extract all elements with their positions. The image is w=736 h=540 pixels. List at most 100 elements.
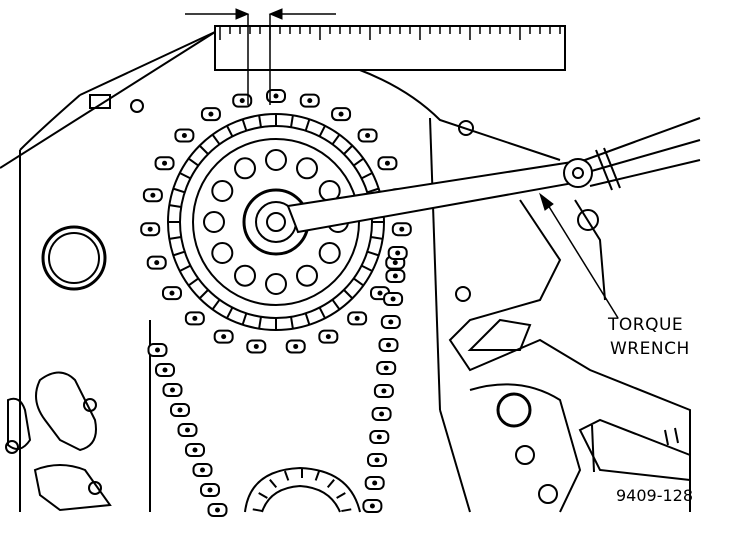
sprocket-tooth xyxy=(179,264,191,272)
chain-pin xyxy=(162,367,168,373)
chain-pin xyxy=(162,160,168,166)
crank-tooth xyxy=(336,492,346,499)
sprocket-tooth xyxy=(198,289,209,300)
sprocket-tooth xyxy=(169,204,182,208)
sprocket-tooth xyxy=(241,118,248,132)
chain-pin xyxy=(392,260,398,266)
sprocket-tooth xyxy=(318,125,326,137)
chain-pin xyxy=(293,343,299,349)
torque-wrench-leader xyxy=(539,192,619,319)
sprocket-tooth xyxy=(226,307,234,319)
chain-pin xyxy=(338,111,344,117)
sprocket-tooth xyxy=(226,125,234,137)
sprocket-hole xyxy=(234,264,256,287)
chain-pin xyxy=(390,296,396,302)
torque-wrench-label-line2: WRENCH xyxy=(610,339,690,359)
sprocket-tooth xyxy=(290,316,294,329)
sprocket-tooth xyxy=(258,115,262,128)
sprocket-tooth xyxy=(188,157,199,167)
chain-pin xyxy=(369,503,375,509)
sprocket-tooth xyxy=(331,299,341,310)
chain-pin xyxy=(392,273,398,279)
chain-pin xyxy=(253,343,259,349)
chain-pin xyxy=(399,226,405,232)
sprocket-tooth xyxy=(241,312,248,326)
block-cavity xyxy=(7,371,112,512)
chain-pin xyxy=(381,388,387,394)
chain-pin xyxy=(377,290,383,296)
chain-pin xyxy=(200,467,205,473)
sprocket-tooth xyxy=(258,316,262,329)
sprocket-tooth xyxy=(361,264,373,272)
chain-pin xyxy=(147,226,153,232)
sprocket-tooth xyxy=(304,118,311,132)
chain-pin xyxy=(376,434,382,440)
torque-wrench xyxy=(286,117,701,234)
sprocket-tooth xyxy=(172,187,186,194)
sprocket-tooth xyxy=(290,115,294,128)
sprocket-hole xyxy=(234,157,256,180)
chain-pin xyxy=(208,111,214,117)
chain-pin xyxy=(150,192,156,198)
sprocket-hole xyxy=(296,157,318,180)
chain-pin xyxy=(354,315,360,321)
sprocket-tooth xyxy=(370,236,383,240)
timing-chain xyxy=(140,89,412,517)
chain-pin xyxy=(395,250,401,256)
chain-pin xyxy=(273,93,279,99)
chain-pin xyxy=(384,160,390,166)
crank-tooth xyxy=(326,479,335,489)
sprocket-tooth xyxy=(366,250,380,257)
sprocket-tooth xyxy=(318,307,326,319)
sprocket-tooth xyxy=(331,134,341,145)
sprocket-tooth xyxy=(172,250,186,257)
sprocket-tooth xyxy=(361,172,373,180)
sprocket-tooth xyxy=(343,289,354,300)
crank-tooth xyxy=(314,470,321,481)
crank-tooth xyxy=(283,470,290,481)
sprocket-hole xyxy=(211,180,234,202)
sprocket-tooth xyxy=(353,277,364,287)
sprocket-tooth xyxy=(211,134,221,145)
chain-pin xyxy=(386,342,391,348)
chain-pin xyxy=(388,319,394,325)
chain-pin xyxy=(221,334,227,340)
torque-wrench-label-line1: TORQUE xyxy=(608,315,684,335)
crankshaft-sprocket xyxy=(244,466,361,513)
chain-pin xyxy=(239,98,245,104)
engine-block xyxy=(0,31,561,513)
chain-pin xyxy=(383,365,389,371)
sprocket-hole xyxy=(265,149,287,171)
sprocket-hole xyxy=(318,242,341,264)
measurement-arrows xyxy=(185,8,336,20)
chain-pin xyxy=(177,407,183,413)
ruler xyxy=(214,14,566,105)
sprocket-hole xyxy=(211,242,234,264)
chain-pin xyxy=(307,98,313,104)
chain-pin xyxy=(154,260,160,266)
chain-pin xyxy=(374,457,380,463)
sprocket-tooth xyxy=(353,157,364,167)
camshaft-sprocket xyxy=(167,113,385,331)
chain-pin xyxy=(170,387,175,393)
sprocket-tooth xyxy=(343,144,354,155)
crank-tooth xyxy=(341,508,352,513)
chain-pin xyxy=(185,427,190,433)
chain-tensioner-bracket xyxy=(448,199,691,513)
oil-plug xyxy=(41,225,107,291)
chain-pin xyxy=(192,447,198,453)
sprocket-hole xyxy=(265,273,287,295)
sprocket-hole xyxy=(203,211,225,233)
crank-tooth xyxy=(252,508,263,513)
chain-pin xyxy=(372,480,378,486)
sprocket-tooth xyxy=(169,236,182,240)
crank-tooth xyxy=(269,479,278,489)
sprocket-tooth xyxy=(366,187,380,194)
chain-pin xyxy=(192,315,198,321)
crank-tooth xyxy=(258,492,268,499)
figure-id: 9409-128 xyxy=(616,486,694,505)
chain-pin xyxy=(169,290,175,296)
sprocket-tooth xyxy=(188,277,199,287)
chain-pin xyxy=(215,507,220,513)
